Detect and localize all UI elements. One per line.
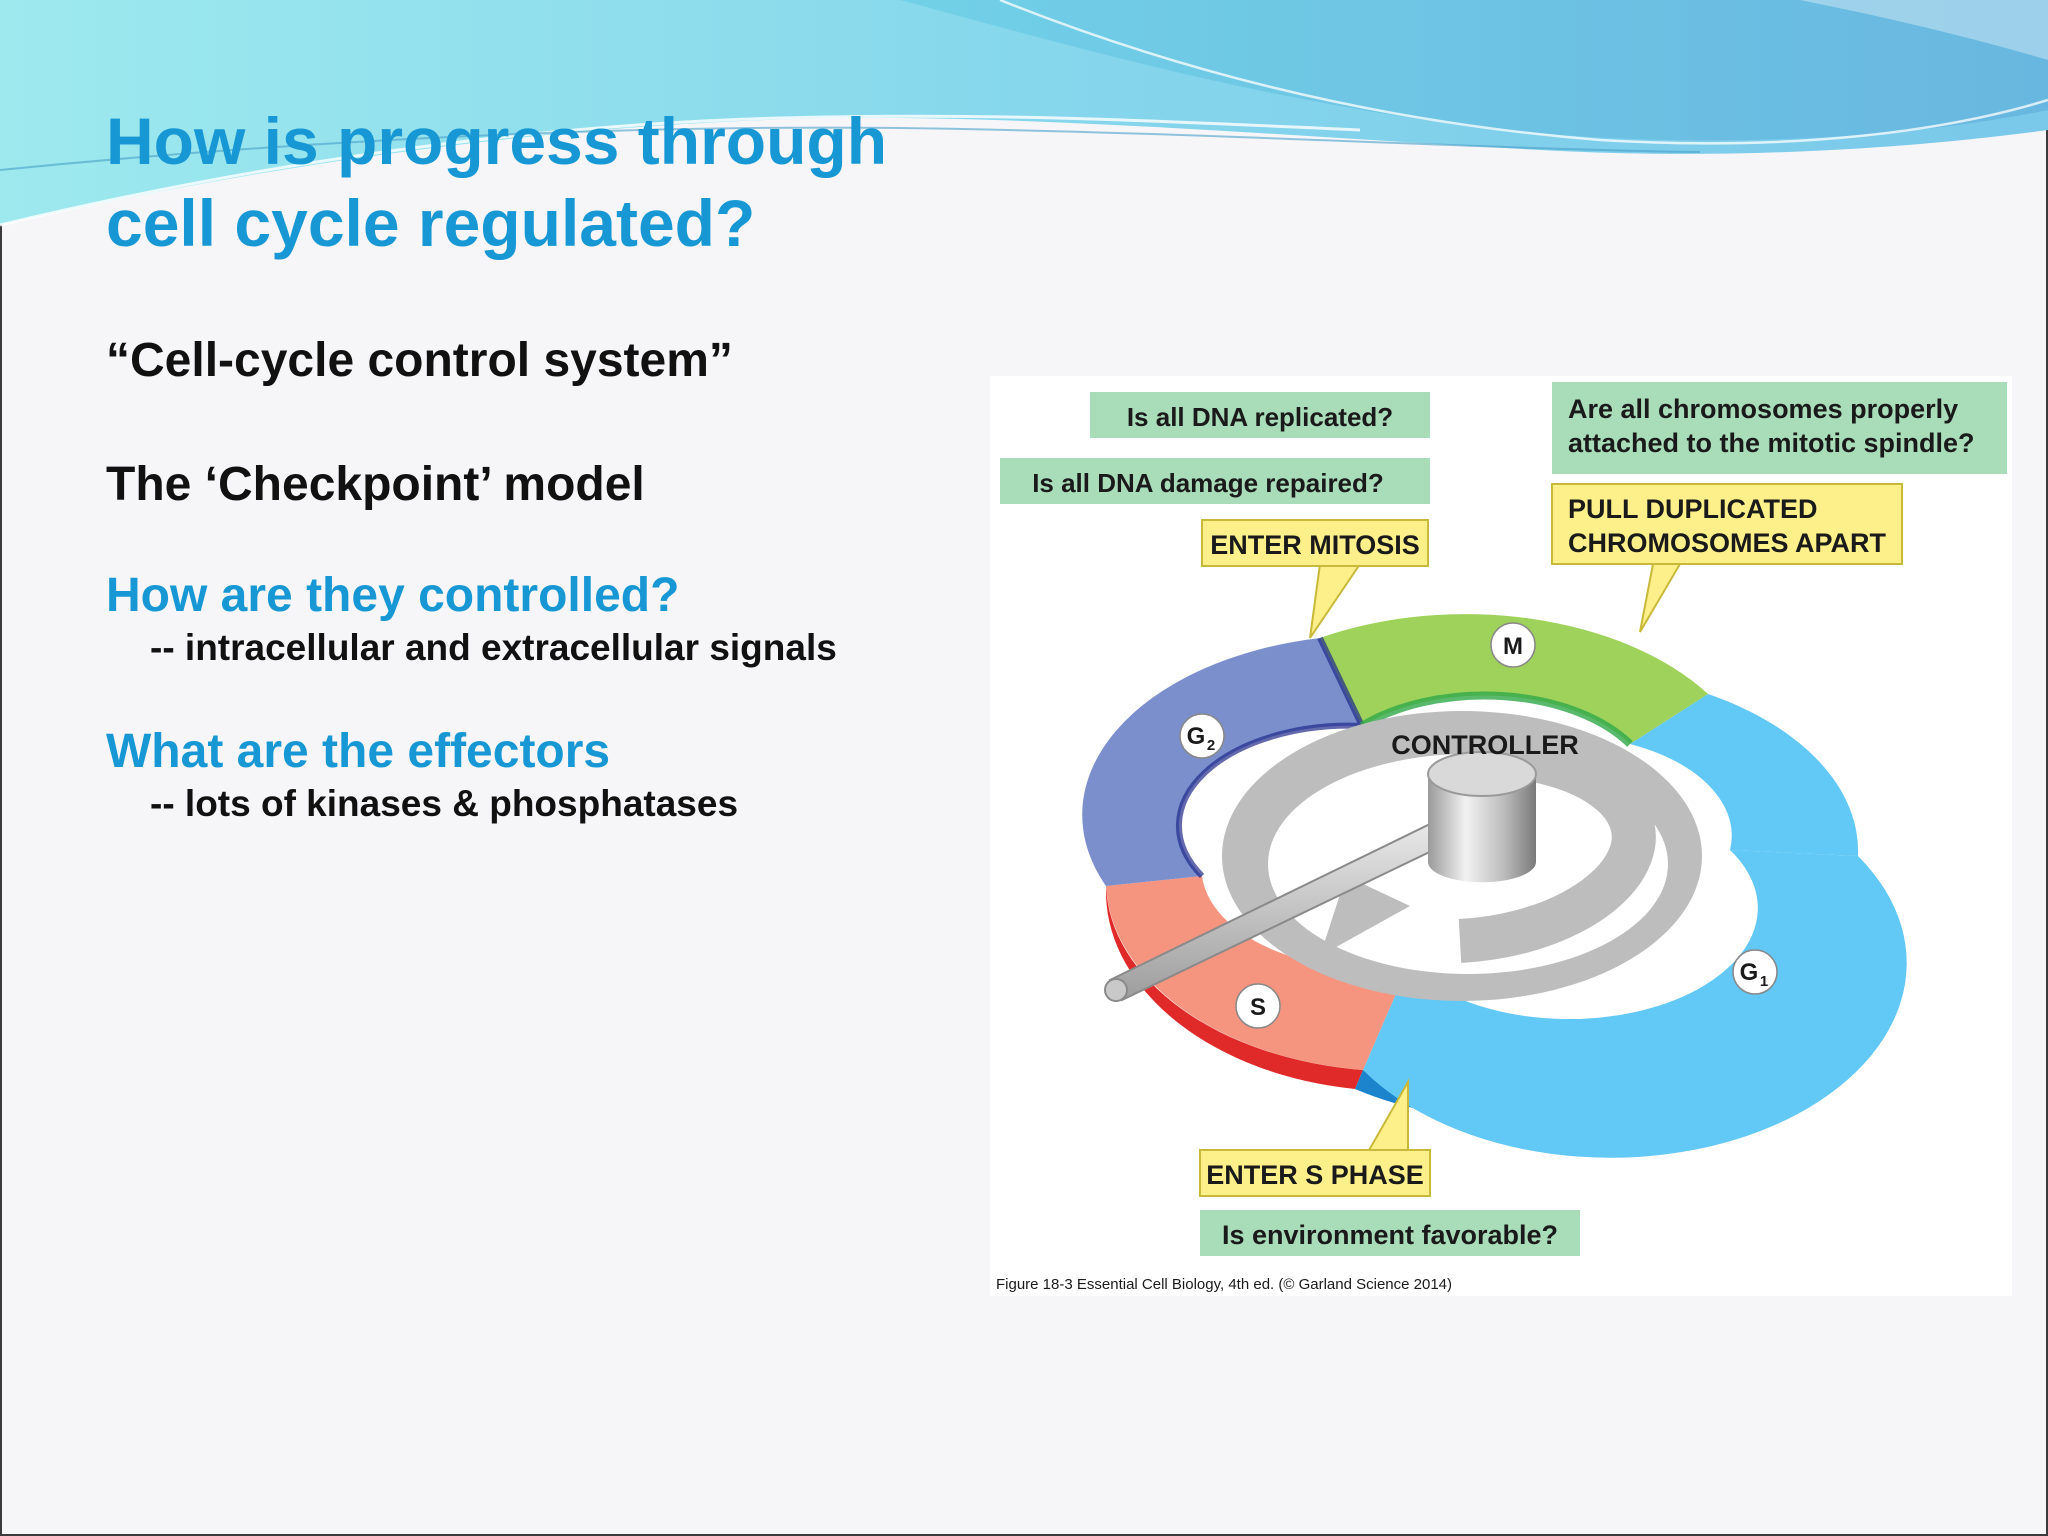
phase-label-s: S	[1250, 994, 1266, 1021]
question-dna-replicated: Is all DNA replicated?	[1127, 402, 1393, 432]
phase-label-g1-subscript: 1	[1760, 973, 1768, 990]
phase-segment-g1	[1630, 694, 1859, 856]
slide-title: How is progress through cell cycle regul…	[106, 100, 887, 264]
phase-badge-g2: G 2	[1179, 713, 1225, 759]
point-cell-cycle-control-system: “Cell-cycle control system”	[106, 334, 733, 387]
cell-cycle-diagram: M G 2 G 1 S CONTROLLER Is all DNA replic…	[996, 382, 2007, 1293]
controller-dial	[1104, 751, 1537, 1002]
phase-segment-g2	[1082, 638, 1362, 886]
action-pull-line2: CHROMOSOMES APART	[1568, 528, 1887, 558]
question-environment: Is environment favorable?	[1222, 1220, 1558, 1250]
figure-caption: Figure 18-3 Essential Cell Biology, 4th …	[996, 1276, 1452, 1293]
header-wave-decoration	[0, 0, 2048, 227]
phase-badge-s: S	[1235, 983, 1281, 1029]
action-pull-line1: PULL DUPLICATED	[1568, 494, 1818, 524]
question-effectors: What are the effectors	[106, 725, 611, 778]
question-box-environment: Is environment favorable?	[1200, 1210, 1580, 1256]
pull-apart-pointer	[1639, 563, 1682, 633]
question-box-dna-replicated: Is all DNA replicated?	[1090, 392, 1430, 438]
phase-segment-g1-lower	[1363, 850, 1907, 1158]
question-chromosomes-line2: attached to the mitotic spindle?	[1568, 428, 1975, 458]
action-enter-s-phase: ENTER S PHASE	[1206, 1160, 1424, 1190]
phase-label-g2: G	[1187, 723, 1206, 750]
question-how-controlled: How are they controlled?	[106, 569, 680, 622]
point-checkpoint-model: The ‘Checkpoint’ model	[106, 458, 645, 511]
controller-label: CONTROLLER	[1391, 730, 1578, 760]
action-box-pull-apart: PULL DUPLICATED CHROMOSOMES APART	[1551, 483, 1903, 565]
phase-segment-m	[1320, 614, 1708, 744]
phase-label-m: M	[1503, 633, 1523, 660]
action-enter-mitosis: ENTER MITOSIS	[1210, 530, 1420, 560]
answer-signals: -- intracellular and extracellular signa…	[150, 627, 837, 668]
question-box-chromosomes: Are all chromosomes properly attached to…	[1552, 382, 2007, 474]
enter-mitosis-pointer	[1309, 563, 1362, 639]
question-box-dna-damage: Is all DNA damage repaired?	[1000, 458, 1430, 504]
phase-badge-g1: G 1	[1732, 949, 1778, 995]
phase-label-g1: G	[1740, 959, 1759, 986]
slide-title-line1: How is progress through	[106, 104, 888, 178]
phase-segment-s	[1106, 876, 1408, 1070]
phase-badge-m: M	[1490, 622, 1536, 668]
action-box-enter-mitosis: ENTER MITOSIS	[1201, 519, 1429, 567]
answer-kinases: -- lots of kinases & phosphatases	[150, 783, 739, 824]
question-chromosomes-line1: Are all chromosomes properly	[1568, 394, 1958, 424]
slide-title-line2: cell cycle regulated?	[106, 186, 756, 260]
phase-label-g2-subscript: 2	[1207, 737, 1215, 754]
action-box-enter-s-phase: ENTER S PHASE	[1199, 1149, 1431, 1197]
question-dna-damage: Is all DNA damage repaired?	[1032, 468, 1384, 498]
cell-cycle-checkpoint-figure: M G 2 G 1 S CONTROLLER Is all DNA replic…	[990, 376, 2012, 1296]
phase-ring	[1082, 614, 1907, 1158]
